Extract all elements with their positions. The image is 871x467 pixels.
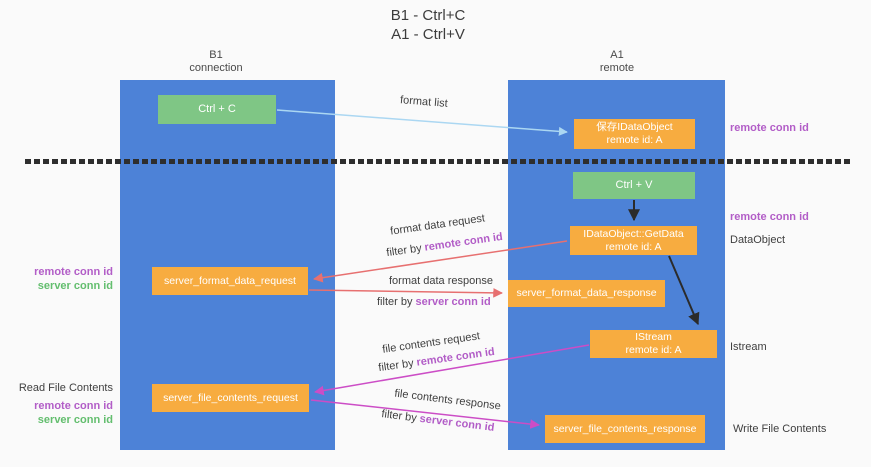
server-file-contents-response-label: server_file_contents_response <box>553 422 697 435</box>
format-data-response-label: format data response <box>389 275 493 287</box>
server-conn-id-key: server conn id <box>418 412 496 434</box>
server-format-data-request-label: server_format_data_request <box>164 274 296 287</box>
right-column-name: A1 <box>610 49 624 61</box>
right-column-header: A1 remote <box>547 49 687 75</box>
diagram-title: B1 - Ctrl+C A1 - Ctrl+V <box>0 6 856 44</box>
left-column-name: B1 <box>209 49 223 61</box>
format-data-response-filter-label: filter by server conn id <box>377 296 491 309</box>
getdata-box: IDataObject::GetData remote id: A <box>570 226 697 255</box>
read-file-contents-label: Read File Contents <box>18 382 113 394</box>
save-dataobject-box: 保存IDataObject remote id: A <box>574 119 695 149</box>
left-server-conn-id-mid-label: server conn id <box>37 280 113 292</box>
dataobject-label: DataObject <box>730 234 786 246</box>
file-contents-response-filter-label: filter by server conn id <box>381 408 495 435</box>
left-server-conn-id-bottom-label: server conn id <box>37 414 113 426</box>
istream-line2: remote id: A <box>625 344 682 356</box>
server-file-contents-request-box: server_file_contents_request <box>152 384 309 412</box>
getdata-line1: IDataObject::GetData <box>583 227 684 240</box>
filter-by-text: filter by <box>385 242 423 260</box>
filter-by-text: filter by <box>377 296 413 308</box>
server-format-data-response-label: server_format_data_response <box>516 287 657 299</box>
server-file-contents-request-label: server_file_contents_request <box>163 391 298 404</box>
right-remote-conn-id-mid-label: remote conn id <box>730 211 809 223</box>
server-format-data-response-box: server_format_data_response <box>508 280 665 307</box>
save-dataobject-line2: remote id: A <box>606 134 663 146</box>
left-column-header: B1 connection <box>146 49 286 75</box>
ctrl-v-label: Ctrl + V <box>615 179 653 191</box>
ctrl-c-label: Ctrl + C <box>198 103 236 115</box>
remote-conn-id-key: remote conn id <box>423 230 504 254</box>
istream-box: IStream remote id: A <box>590 330 717 358</box>
title-line-2: A1 - Ctrl+V <box>391 26 465 43</box>
phase-separator-dashed-line <box>25 159 851 164</box>
save-dataobject-line1: 保存IDataObject <box>596 121 673 133</box>
left-remote-conn-id-mid-label: remote conn id <box>34 266 113 278</box>
left-column-role: connection <box>189 62 243 74</box>
server-file-contents-response-box: server_file_contents_response <box>545 415 705 443</box>
getdata-line2: remote id: A <box>605 240 662 253</box>
ctrl-v-box: Ctrl + V <box>573 172 695 199</box>
istream-line1: IStream <box>635 331 672 343</box>
right-column-role: remote <box>599 62 635 74</box>
ctrl-c-box: Ctrl + C <box>158 95 276 124</box>
left-remote-conn-id-bottom-label: remote conn id <box>34 400 113 412</box>
format-list-label: format list <box>399 94 449 110</box>
arrow-format-data-response <box>308 287 503 298</box>
right-remote-conn-id-top-label: remote conn id <box>730 122 809 134</box>
write-file-contents-label: Write File Contents <box>733 423 827 435</box>
filter-by-text: filter by <box>380 408 418 425</box>
server-conn-id-key: server conn id <box>415 296 491 308</box>
file-contents-response-label: file contents response <box>393 387 502 413</box>
title-line-1: B1 - Ctrl+C <box>390 7 466 24</box>
server-format-data-request-box: server_format_data_request <box>152 267 308 295</box>
filter-by-text: filter by <box>377 357 415 375</box>
istream-side-label: Istream <box>730 341 767 353</box>
